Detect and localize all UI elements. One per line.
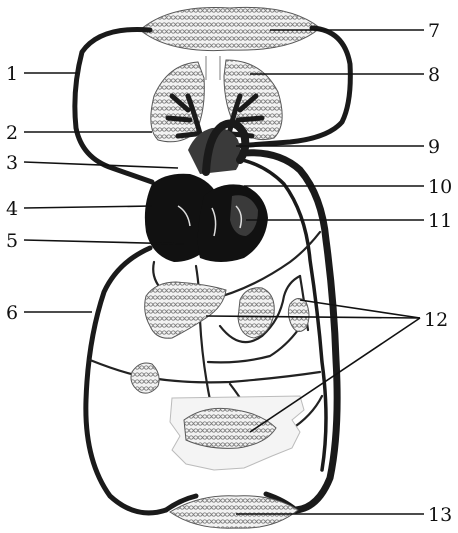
label-6: 6 [6,302,18,324]
label-13: 13 [428,504,452,526]
label-1: 1 [6,63,18,85]
label-4: 4 [6,198,18,220]
label-12: 12 [424,309,448,331]
label-2: 2 [6,122,18,144]
label-3: 3 [6,152,18,174]
label-5: 5 [6,230,18,252]
intestines [170,396,304,470]
liver [145,282,226,338]
label-10: 10 [428,176,452,198]
label-11: 11 [428,210,452,232]
label-8: 8 [428,64,440,86]
label-7: 7 [428,20,440,42]
label-9: 9 [428,136,440,158]
upper-body-capillary-bed [140,7,320,50]
